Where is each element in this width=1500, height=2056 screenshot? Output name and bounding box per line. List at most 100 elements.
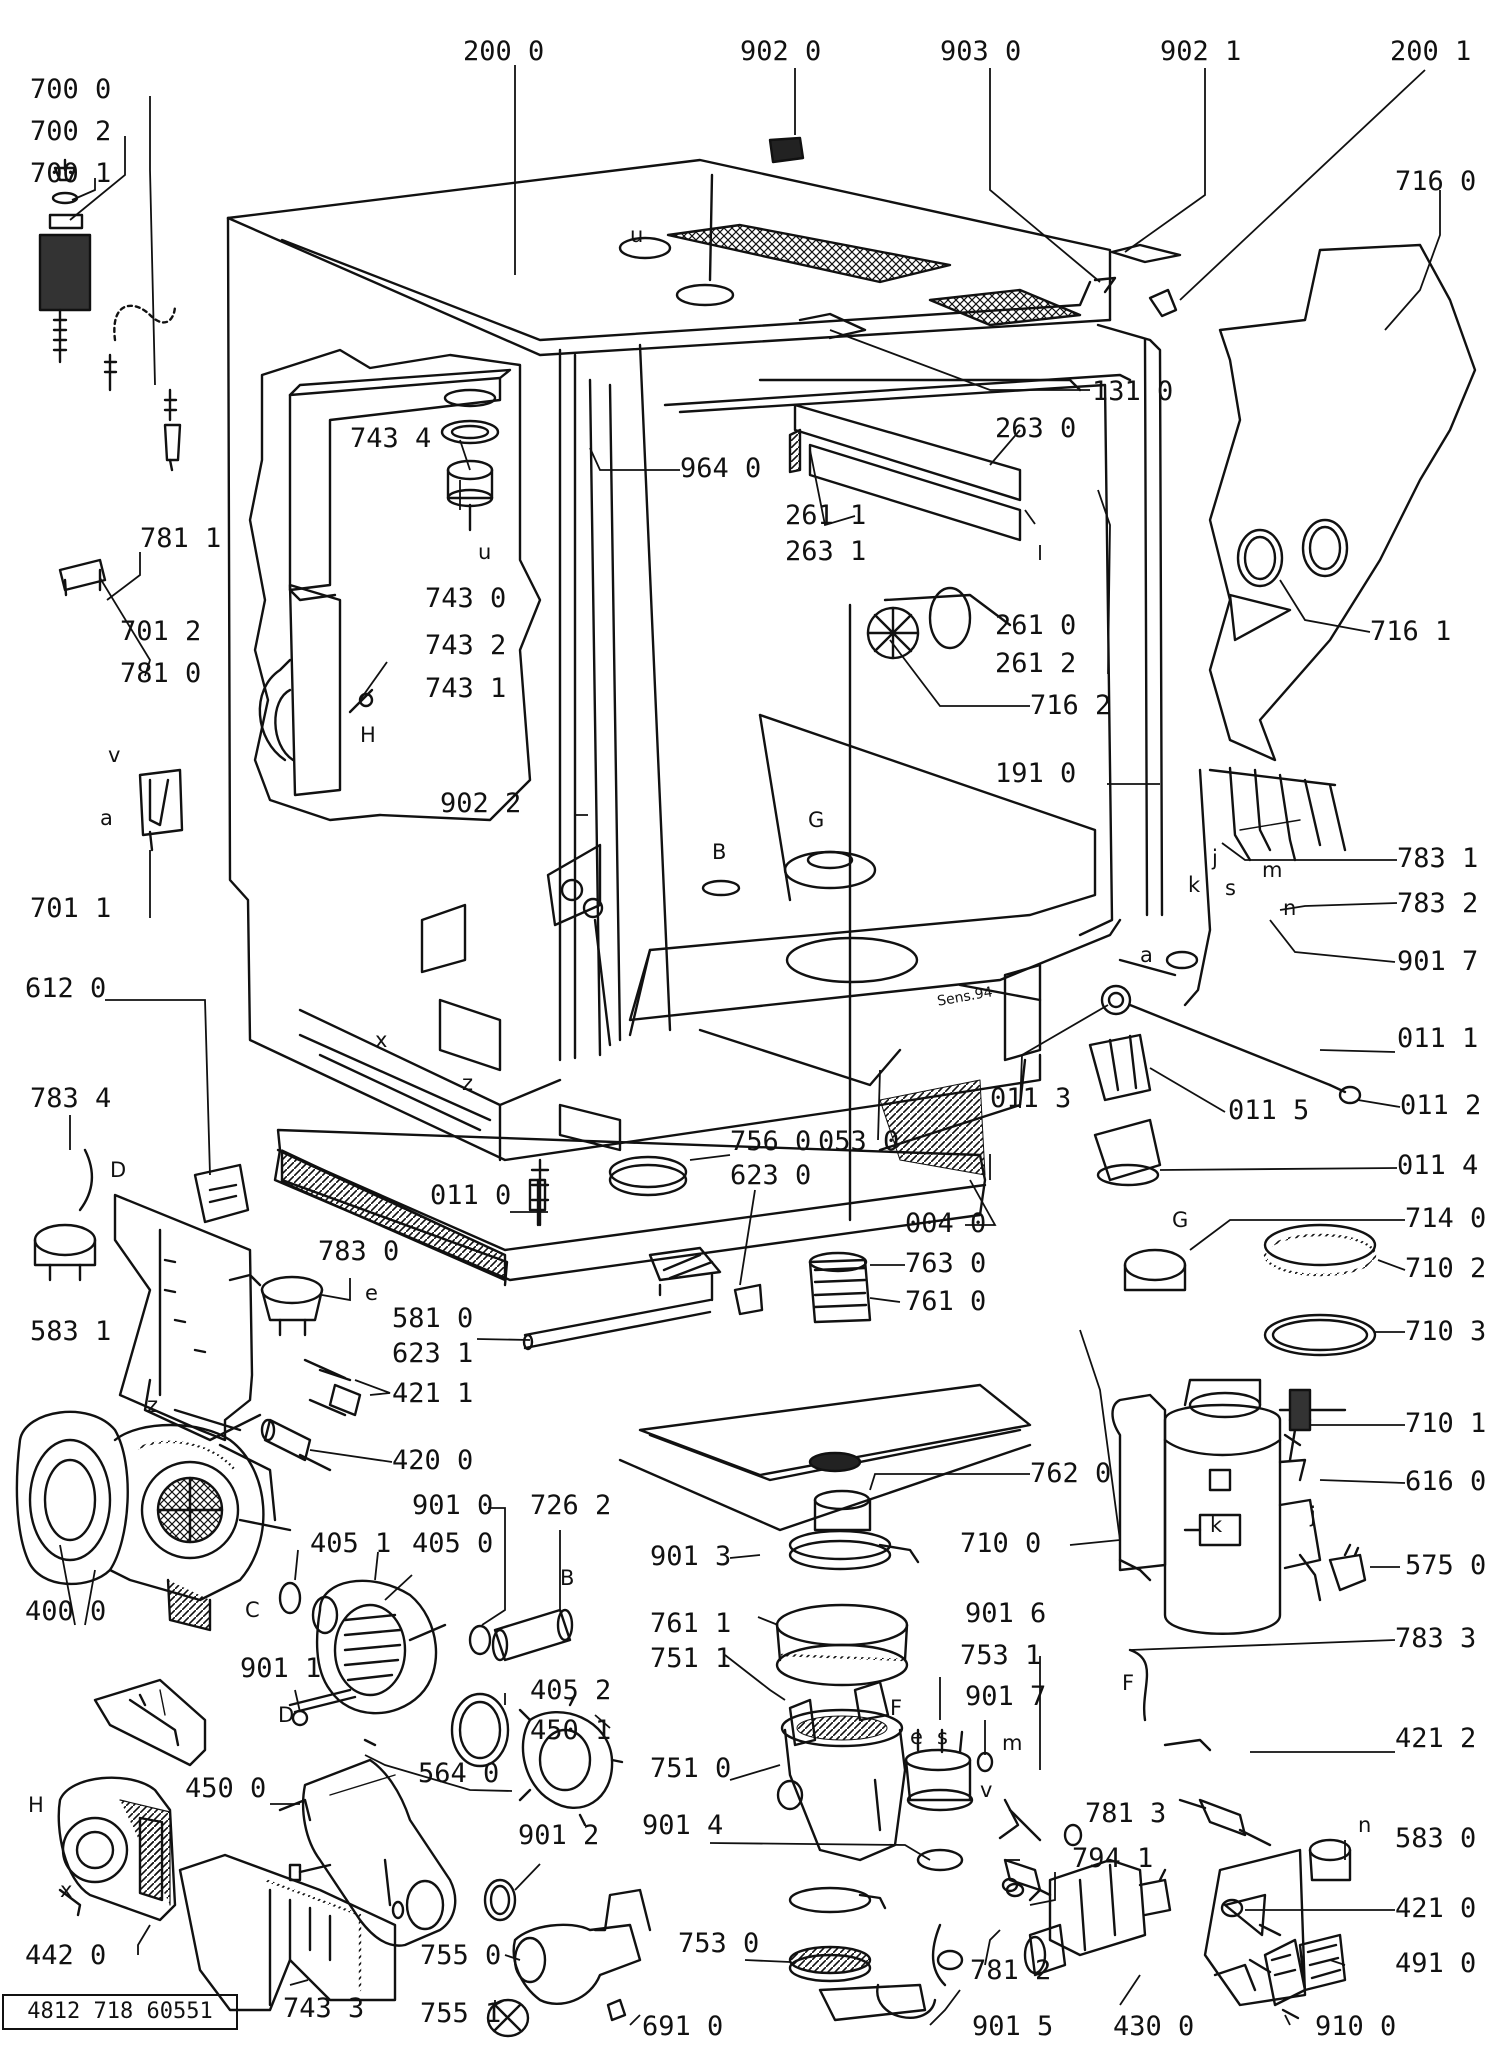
part-label-901-6: 901 6 bbox=[965, 1598, 1047, 1629]
part-label-751-1: 751 1 bbox=[650, 1643, 732, 1674]
part-label-491-0: 491 0 bbox=[1395, 1948, 1477, 1979]
part-label-564-0: 564 0 bbox=[418, 1758, 500, 1789]
part-label-011-4: 011 4 bbox=[1397, 1150, 1479, 1181]
part-label-612-0: 612 0 bbox=[25, 973, 107, 1004]
circulation-pump bbox=[311, 1579, 447, 1715]
part-label-743-4: 743 4 bbox=[350, 423, 432, 454]
letter-label-z: z bbox=[147, 1393, 159, 1417]
part-label-405-0: 405 0 bbox=[412, 1528, 494, 1559]
letter-label-B: B bbox=[712, 840, 727, 864]
part-label-400-0: 400 0 bbox=[25, 1596, 107, 1627]
letter-label-G: G bbox=[1172, 1208, 1189, 1232]
part-label-901-2: 901 2 bbox=[518, 1820, 600, 1851]
part-label-261-0: 261 0 bbox=[995, 610, 1077, 641]
part-label-004-0: 004 0 bbox=[905, 1208, 987, 1239]
air-duct bbox=[178, 1853, 397, 2012]
part-label-783-3: 783 3 bbox=[1395, 1623, 1477, 1654]
part-label-743-3: 743 3 bbox=[283, 1993, 365, 2024]
inlet-valve bbox=[1023, 1858, 1172, 1977]
water-softener bbox=[1111, 1223, 1377, 1635]
part-label-710-3: 710 3 bbox=[1405, 1316, 1487, 1347]
letter-label-u: u bbox=[630, 223, 644, 247]
part-label-743-0: 743 0 bbox=[425, 583, 507, 614]
letter-label-z: z bbox=[462, 1071, 474, 1095]
top-mesh-panel bbox=[666, 223, 952, 284]
letter-label-v: v bbox=[980, 1778, 993, 1802]
part-label-755-1: 755 1 bbox=[420, 1998, 502, 2029]
drying-fan bbox=[57, 1776, 177, 1922]
part-label-616-0: 616 0 bbox=[1405, 1466, 1487, 1497]
insulation-panel bbox=[1208, 243, 1477, 762]
part-label-716-2: 716 2 bbox=[1030, 690, 1112, 721]
part-label-910-0: 910 0 bbox=[1315, 2011, 1397, 2042]
part-label-420-0: 420 0 bbox=[392, 1445, 474, 1476]
part-label-901-5: 901 5 bbox=[972, 2011, 1054, 2042]
part-label-011-3: 011 3 bbox=[990, 1083, 1072, 1114]
part-label-200-0: 200 0 bbox=[463, 36, 545, 67]
part-label-405-2: 405 2 bbox=[530, 1675, 612, 1706]
top-mesh-panel-2 bbox=[928, 288, 1082, 327]
part-label-583-1: 583 1 bbox=[30, 1316, 112, 1347]
part-label-902-1: 902 1 bbox=[1160, 36, 1242, 67]
part-label-263-0: 263 0 bbox=[995, 413, 1077, 444]
part-label-421-2: 421 2 bbox=[1395, 1723, 1477, 1754]
part-label-964-0: 964 0 bbox=[680, 453, 762, 484]
letter-label-v: v bbox=[108, 743, 121, 767]
part-label-783-2: 783 2 bbox=[1397, 888, 1479, 919]
part-label-575-0: 575 0 bbox=[1405, 1550, 1487, 1581]
letter-label-k: k bbox=[1188, 873, 1201, 897]
drain-pump bbox=[278, 1738, 457, 1947]
part-label-700-1: 700 1 bbox=[30, 158, 112, 189]
part-label-783-0: 783 0 bbox=[318, 1236, 400, 1267]
letter-label-x: x bbox=[60, 1878, 73, 1902]
part-label-743-1: 743 1 bbox=[425, 673, 507, 704]
part-label-710-1: 710 1 bbox=[1405, 1408, 1487, 1439]
letter-label-k: k bbox=[1210, 1513, 1223, 1537]
part-label-421-0: 421 0 bbox=[1395, 1893, 1477, 1924]
part-label-583-0: 583 0 bbox=[1395, 1823, 1477, 1854]
part-label-261-1: 261 1 bbox=[785, 500, 867, 531]
letter-label-x: x bbox=[375, 1028, 388, 1052]
part-label-753-1: 753 1 bbox=[960, 1640, 1042, 1671]
letter-label-D: D bbox=[110, 1158, 127, 1182]
letter-label-u: u bbox=[478, 540, 492, 564]
letter-label-e: e bbox=[910, 1725, 923, 1749]
part-label-623-1: 623 1 bbox=[392, 1338, 474, 1369]
part-label-405-1: 405 1 bbox=[310, 1528, 392, 1559]
part-label-726-2: 726 2 bbox=[530, 1490, 612, 1521]
part-label-781-2: 781 2 bbox=[970, 1955, 1052, 1986]
part-label-716-0: 716 0 bbox=[1395, 166, 1477, 197]
letter-label-B: B bbox=[560, 1566, 575, 1590]
part-label-901-3: 901 3 bbox=[650, 1541, 732, 1572]
part-label-716-1: 716 1 bbox=[1370, 616, 1452, 647]
part-label-714-0: 714 0 bbox=[1405, 1203, 1487, 1234]
part-label-901-4: 901 4 bbox=[642, 1810, 724, 1841]
part-label-011-2: 011 2 bbox=[1400, 1090, 1482, 1121]
part-label-011-1: 011 1 bbox=[1397, 1023, 1479, 1054]
letter-label-s: s bbox=[1225, 876, 1236, 900]
part-label-901-0: 901 0 bbox=[412, 1490, 494, 1521]
letter-label-m: m bbox=[1002, 1731, 1023, 1755]
part-label-781-0: 781 0 bbox=[120, 658, 202, 689]
letter-label-F: F bbox=[890, 1696, 903, 1720]
part-label-263-1: 263 1 bbox=[785, 536, 867, 567]
part-label-761-0: 761 0 bbox=[905, 1286, 987, 1317]
letter-label-n: n bbox=[1358, 1813, 1372, 1837]
part-label-710-0: 710 0 bbox=[960, 1528, 1042, 1559]
part-label-701-2: 701 2 bbox=[120, 616, 202, 647]
part-label-901-1: 901 1 bbox=[240, 1653, 322, 1684]
part-label-623-0: 623 0 bbox=[730, 1160, 812, 1191]
part-label-783-1: 783 1 bbox=[1397, 843, 1479, 874]
part-label-903-0: 903 0 bbox=[940, 36, 1022, 67]
part-label-442-0: 442 0 bbox=[25, 1940, 107, 1971]
letter-label-D: D bbox=[278, 1703, 295, 1727]
part-label-761-1: 761 1 bbox=[650, 1608, 732, 1639]
part-label-755-0: 755 0 bbox=[420, 1940, 502, 1971]
part-label-011-0: 011 0 bbox=[430, 1180, 512, 1211]
letter-label-s: s bbox=[937, 1725, 948, 1749]
part-label-450-1: 450 1 bbox=[530, 1715, 612, 1746]
part-label-794-1: 794 1 bbox=[1072, 1843, 1154, 1874]
part-label-581-0: 581 0 bbox=[392, 1303, 474, 1334]
